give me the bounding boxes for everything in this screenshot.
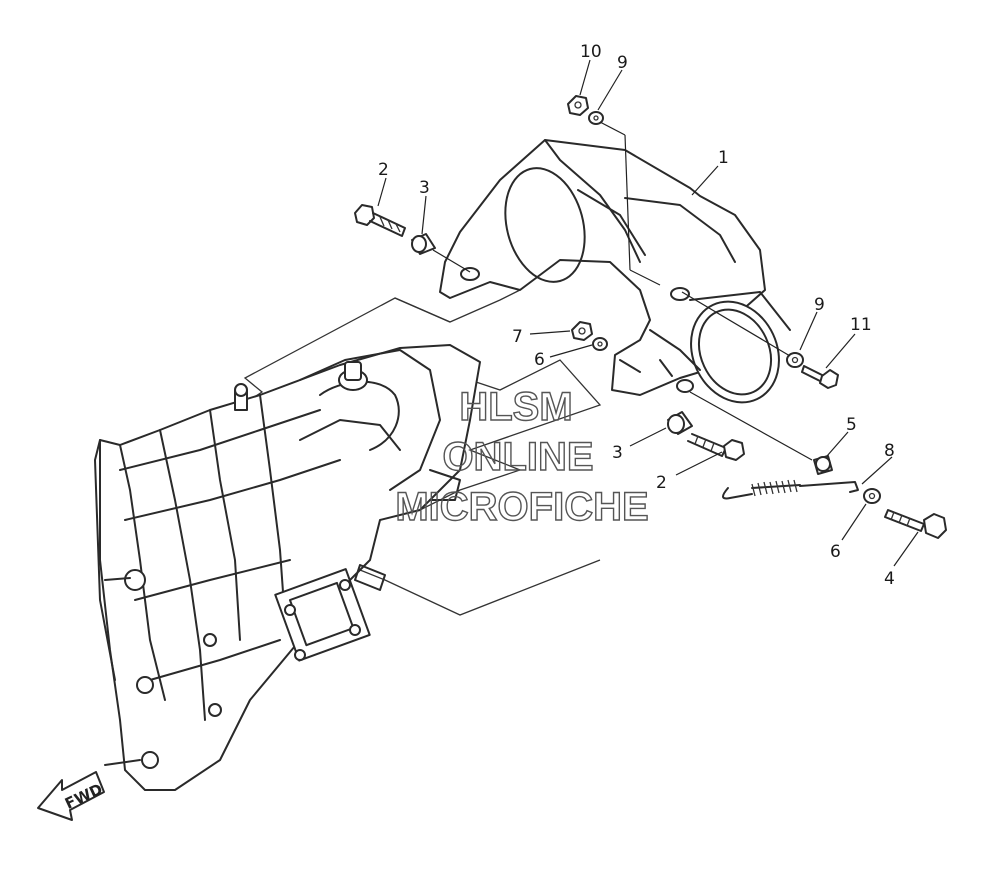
callout-10: 10 [580, 42, 602, 62]
callout-3-right: 3 [612, 443, 623, 463]
callout-5: 5 [846, 415, 857, 435]
watermark: HLSM ONLINE MICROFICHE [395, 384, 650, 529]
watermark-line-1: HLSM [459, 385, 572, 429]
washer-part-9-top [588, 111, 604, 125]
stud-part-11 [801, 365, 839, 389]
callout-2-right: 2 [656, 473, 667, 493]
callout-9-right: 9 [814, 295, 825, 315]
callout-4: 4 [884, 569, 895, 589]
washer-part-6-right [863, 488, 881, 504]
callout-6-right: 6 [830, 542, 841, 562]
callout-11: 11 [850, 315, 872, 335]
washer-part-9-right [786, 352, 804, 368]
callout-1: 1 [718, 148, 729, 168]
bolt-part-4 [884, 509, 947, 539]
washer-part-6-middle [592, 337, 608, 351]
engine-block [94, 344, 481, 791]
bolt-part-2-top [354, 204, 406, 237]
callout-7: 7 [512, 327, 523, 347]
callout-8: 8 [884, 441, 895, 461]
exhaust-manifold-part [439, 139, 791, 404]
assembly-outline-upper [394, 289, 521, 323]
collar-part-3-right [667, 411, 693, 435]
leader-lines [377, 59, 919, 567]
watermark-line-2: ONLINE [442, 435, 593, 479]
spring-part-8 [722, 479, 859, 500]
callout-9-top: 9 [617, 53, 628, 73]
callout-2-top: 2 [378, 160, 389, 180]
spacer-part-5 [813, 455, 833, 475]
bolt-part-2-right [687, 433, 745, 461]
nut-part-10 [567, 95, 589, 116]
forward-direction-arrow: FWD [37, 771, 105, 821]
watermark-line-3: MICROFICHE [395, 485, 648, 529]
callout-3-top: 3 [419, 178, 430, 198]
callout-6-middle: 6 [534, 350, 545, 370]
nut-part-7 [571, 321, 593, 341]
collar-part-3-top [411, 233, 436, 255]
